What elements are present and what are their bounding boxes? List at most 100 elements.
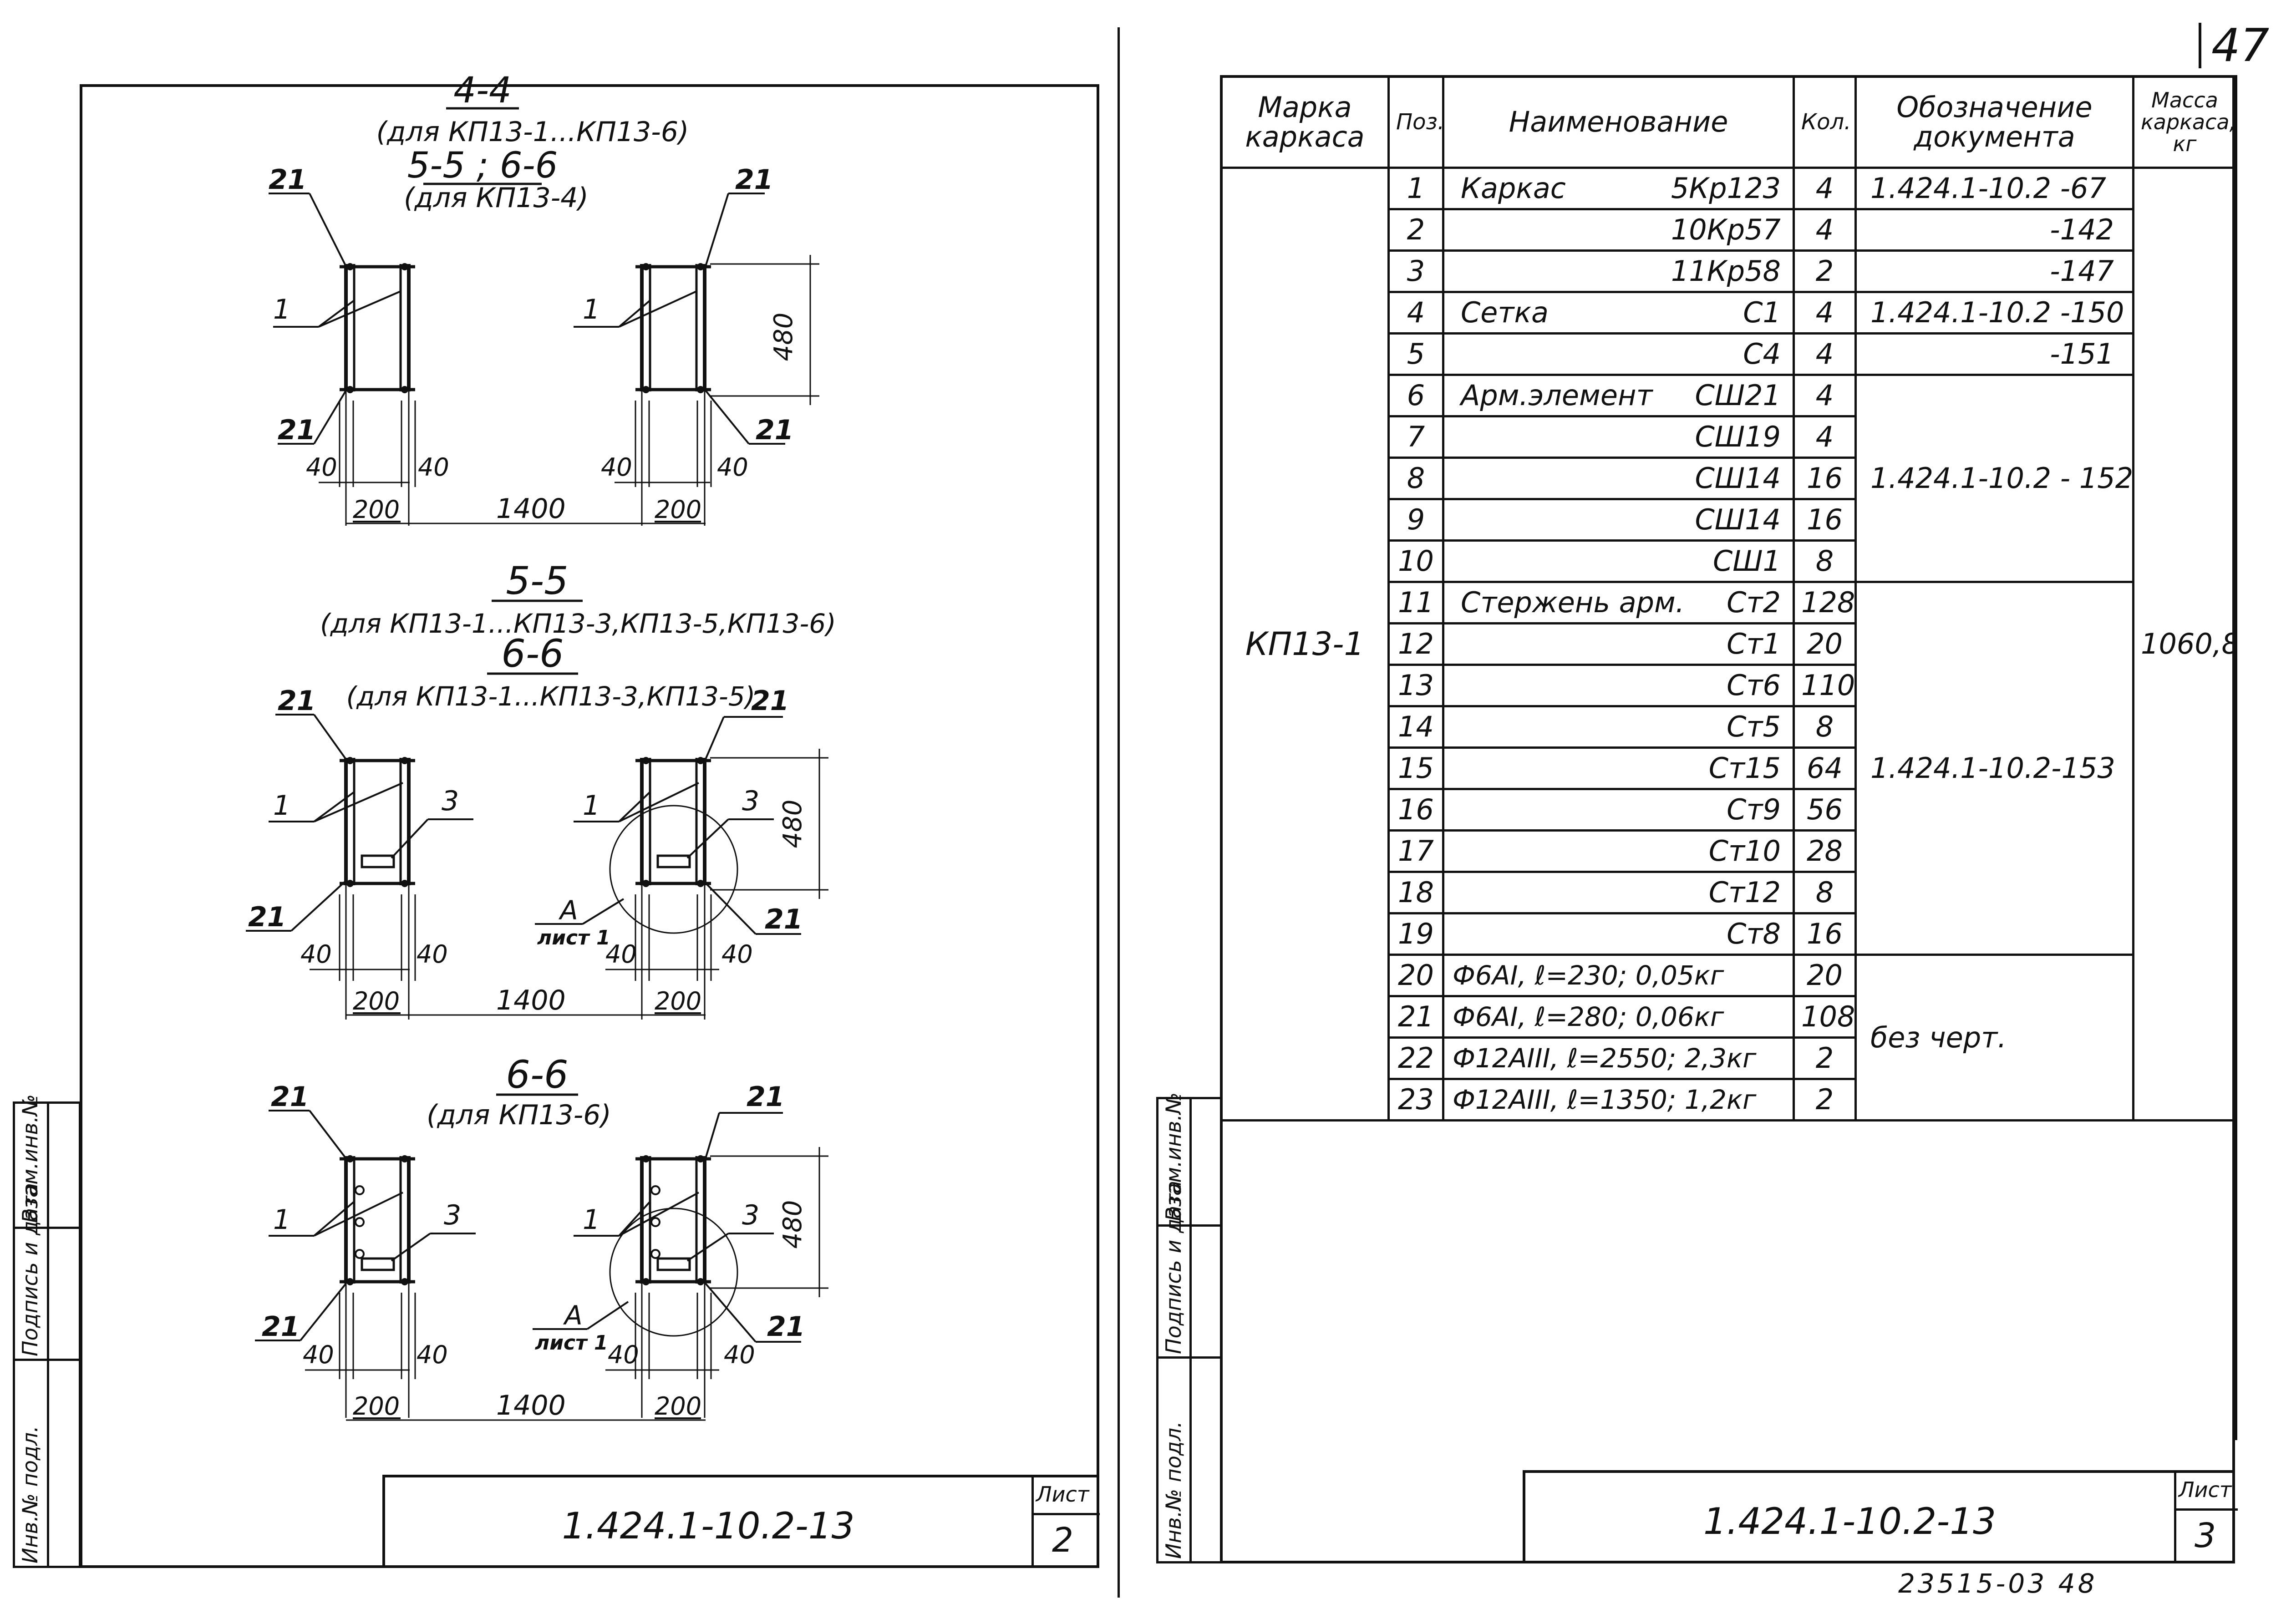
cell-pos: 2 <box>1387 208 1444 252</box>
cell-qty: 128 <box>1793 581 1857 624</box>
svg-text:40: 40 <box>605 940 637 969</box>
svg-text:3: 3 <box>444 1199 461 1231</box>
s1-sub-b: (для КП13-4) <box>404 182 589 214</box>
cell-mark-text: Ст15 <box>1708 751 1781 785</box>
svg-text:3: 3 <box>442 785 459 817</box>
svg-text:21: 21 <box>262 1311 300 1343</box>
right-title-block: 1.424.1-10.2-13 Лист 3 <box>1523 1470 2238 1563</box>
cell-pos: 22 <box>1387 1036 1444 1080</box>
cell-pos: 20 <box>1387 954 1444 997</box>
cell-qty: 16 <box>1793 498 1857 542</box>
cell-mark-text: СШ14 <box>1695 503 1781 536</box>
cell-mark-text: СШ1 <box>1712 544 1781 578</box>
page-number: 47 <box>2199 23 2269 68</box>
svg-text:21: 21 <box>765 903 803 935</box>
cell-pos: 12 <box>1387 622 1444 666</box>
cell-doc-group: 1.424.1-10.2-153 <box>1854 581 2134 956</box>
cell-qty: 108 <box>1793 995 1857 1039</box>
cell-doc: -151 <box>1854 332 2134 376</box>
cell-name: СШ19 <box>1442 415 1795 459</box>
svg-text:лист 1: лист 1 <box>537 926 610 949</box>
svg-text:21: 21 <box>269 164 307 196</box>
left-sheet-number: 2 <box>1052 1521 1074 1560</box>
svg-text:40: 40 <box>417 940 448 969</box>
cell-mark-text: СШ21 <box>1695 379 1781 412</box>
svg-text:1: 1 <box>583 790 600 822</box>
cell-name: СШ14 <box>1442 457 1795 500</box>
section-3: 6-6 (для КП13-6) 21 1 3 21 21 1 3 <box>255 1052 828 1421</box>
svg-text:200: 200 <box>655 987 701 1015</box>
svg-text:3: 3 <box>742 1199 759 1231</box>
cell-name: СШ14 <box>1442 498 1795 542</box>
cell-pos: 19 <box>1387 912 1444 956</box>
cell-qty: 4 <box>1793 208 1857 252</box>
svg-text:21: 21 <box>751 685 789 717</box>
cell-qty: 16 <box>1793 912 1857 956</box>
cell-name: Ф6АI, ℓ=230; 0,05кг <box>1442 954 1795 997</box>
s1-title-b: 5-5 ; 6-6 <box>407 145 558 186</box>
svg-text:40: 40 <box>601 453 632 482</box>
s1-sub-a: (для КП13-1...КП13-6) <box>376 116 689 148</box>
svg-text:40: 40 <box>306 453 337 482</box>
header-name: Наименование <box>1442 75 1795 169</box>
cell-doc: -147 <box>1854 249 2134 293</box>
left-side-stamp: Инв.№ подл. Подпись и дата Взам.инв.№ <box>13 1094 81 1568</box>
cell-name: Ст8 <box>1442 912 1795 956</box>
cell-name: Ст10 <box>1442 829 1795 873</box>
svg-text:40: 40 <box>300 940 332 969</box>
svg-text:200: 200 <box>655 1392 701 1421</box>
svg-text:1: 1 <box>273 1204 290 1236</box>
cell-name: Ст1 <box>1442 622 1795 666</box>
cell-pos: 15 <box>1387 746 1444 790</box>
table-empty-area <box>1220 1119 2237 1440</box>
cell-pos: 4 <box>1387 291 1444 335</box>
cell-name: Ст5 <box>1442 705 1795 749</box>
cell-mark-text: Ст12 <box>1708 876 1781 909</box>
cell-pos: 10 <box>1387 539 1444 583</box>
cell-qty: 2 <box>1793 1036 1857 1080</box>
cell-name: Ст15 <box>1442 746 1795 790</box>
cell-name: Ст9 <box>1442 788 1795 832</box>
cell-mark-text: Ст5 <box>1727 710 1781 743</box>
cell-pos: 3 <box>1387 249 1444 293</box>
svg-text:1: 1 <box>273 790 290 822</box>
cell-name: Ф6АI, ℓ=280; 0,06кг <box>1442 995 1795 1039</box>
svg-text:(для КП13-6): (для КП13-6) <box>427 1099 611 1131</box>
cell-doc-group: 1.424.1-10.2 - 152 <box>1854 374 2134 583</box>
header-pos: Поз. <box>1387 75 1444 169</box>
svg-text:200: 200 <box>353 987 400 1015</box>
cell-mark-text: Ст1 <box>1727 627 1781 660</box>
right-sheet-label: Лист <box>2179 1477 2232 1502</box>
cell-name: СШ1 <box>1442 539 1795 583</box>
svg-text:1400: 1400 <box>496 493 566 525</box>
svg-text:1400: 1400 <box>496 985 566 1016</box>
cell-qty: 8 <box>1793 871 1857 914</box>
svg-text:6-6: 6-6 <box>506 1052 568 1097</box>
cell-name: Ст6 <box>1442 664 1795 707</box>
cell-name: Ст12 <box>1442 871 1795 914</box>
cell-name-text: Ф12АIII, ℓ=1350; 1,2кг <box>1453 1084 1757 1115</box>
svg-text:200: 200 <box>353 1392 400 1421</box>
svg-text:21: 21 <box>278 414 316 446</box>
svg-text:480: 480 <box>778 1200 808 1249</box>
svg-text:21: 21 <box>271 1081 309 1113</box>
cell-mark-text: 5Кр123 <box>1671 172 1781 205</box>
section-1: 4-4 (для КП13-1...КП13-6) 5-5 ; 6-6 (для… <box>269 70 819 526</box>
cell-qty: 2 <box>1793 1078 1857 1122</box>
svg-text:480: 480 <box>778 800 808 848</box>
sheet-divider <box>1118 27 1120 1598</box>
cell-mark-text: Ст9 <box>1727 793 1781 826</box>
cell-qty: 4 <box>1793 374 1857 417</box>
svg-text:40: 40 <box>608 1340 639 1369</box>
